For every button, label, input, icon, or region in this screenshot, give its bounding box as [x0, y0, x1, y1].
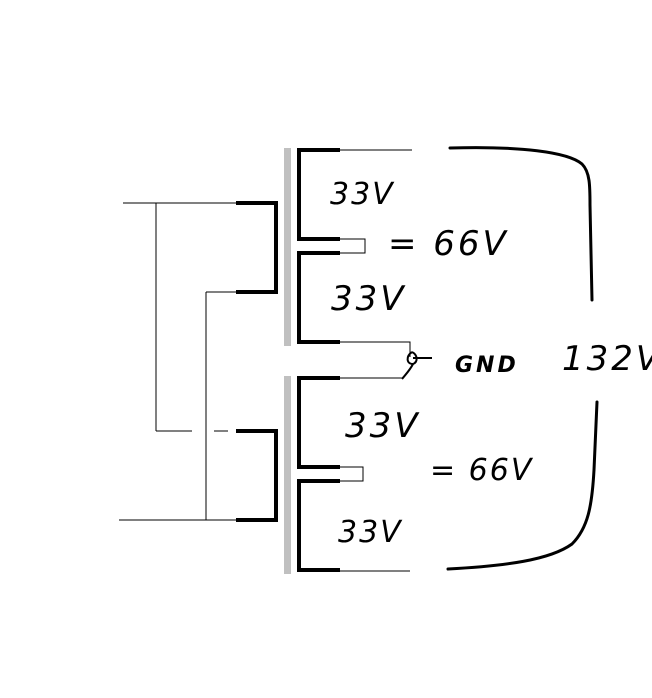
lower-measurement-curve: [446, 400, 599, 571]
lower-center-tap-link: [340, 466, 364, 482]
primary-wiring: [119, 202, 236, 521]
upper-center-tap-link: [340, 238, 366, 254]
upper-sum-label: = 66V: [388, 224, 509, 264]
upper-bottom-winding-label: 33V: [331, 279, 407, 319]
total-voltage-brackets: [446, 146, 599, 571]
lower-secondary-winding-bottom: [297, 479, 340, 572]
lower-transformer: [236, 376, 410, 574]
lower-transformer-core: [284, 376, 291, 574]
upper-transformer: [236, 148, 412, 357]
total-voltage-label: 132V: [562, 339, 652, 379]
upper-measurement-curve: [448, 146, 594, 302]
lower-top-winding-label: 33V: [345, 406, 421, 446]
lower-secondary-winding-top: [297, 376, 340, 469]
upper-to-ground-lead: [340, 341, 411, 357]
upper-primary-winding: [236, 201, 278, 294]
ground-node: [401, 351, 432, 380]
ground-tie-curve: [401, 363, 414, 380]
upper-secondary-winding-bottom: [297, 251, 340, 344]
upper-transformer-core: [284, 148, 291, 346]
upper-top-winding-label: 33V: [330, 177, 395, 212]
lower-primary-winding: [236, 429, 278, 522]
lower-bottom-winding-label: 33V: [338, 515, 403, 550]
upper-secondary-winding-top: [297, 148, 340, 241]
lower-sum-label: = 66V: [430, 453, 534, 488]
gnd-label: GND: [455, 353, 519, 378]
